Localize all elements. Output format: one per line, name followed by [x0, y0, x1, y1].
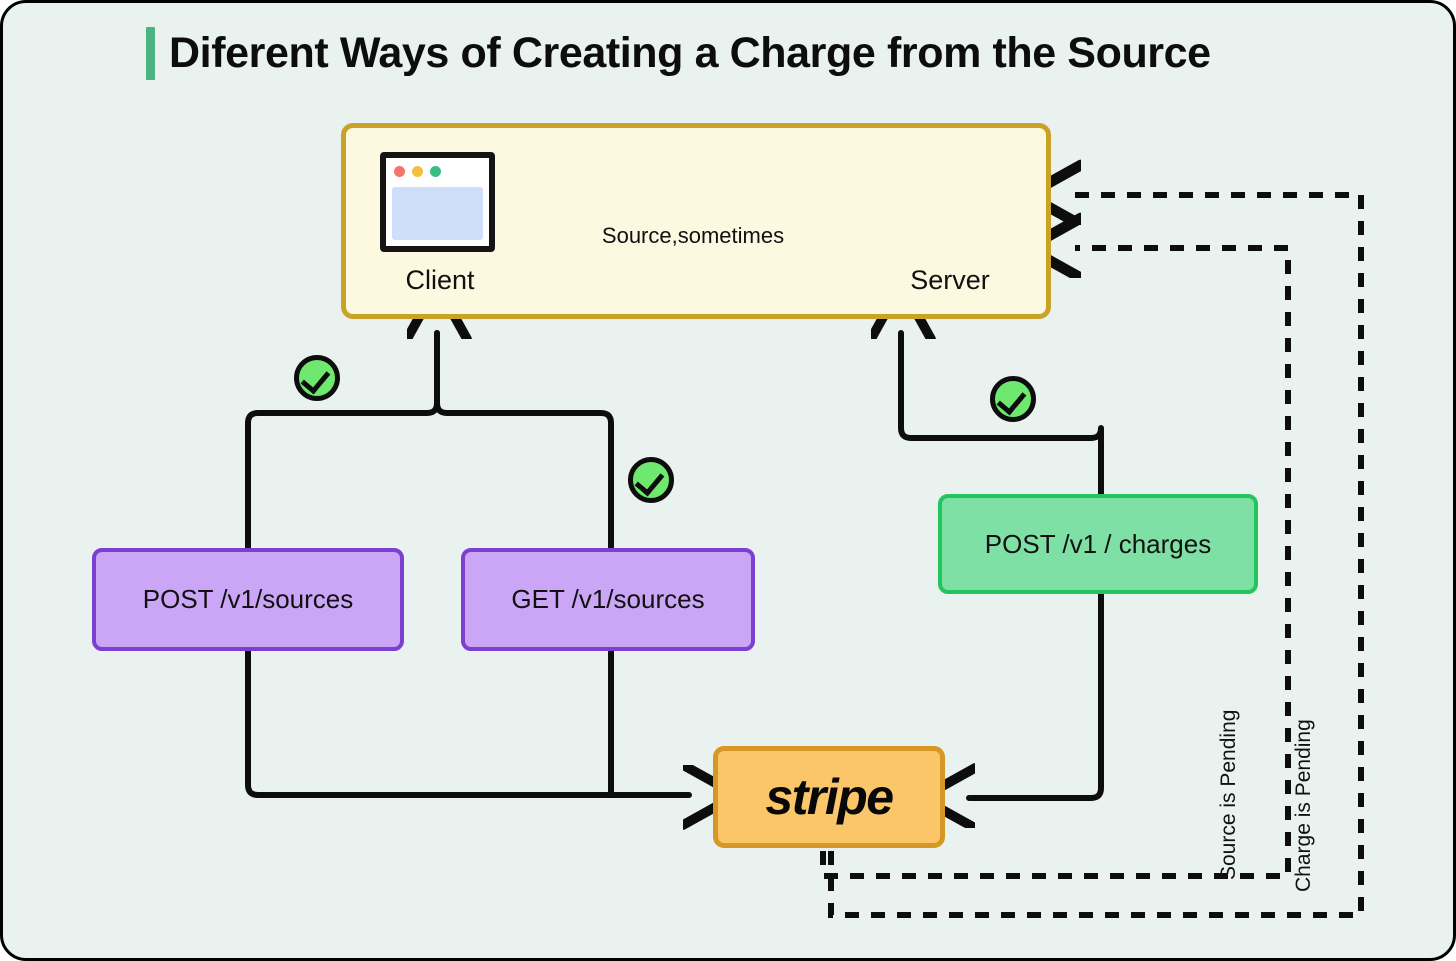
title-row: Diferent Ways of Creating a Charge from …: [146, 27, 1211, 80]
check-circle-icon: [990, 376, 1036, 422]
window-close-dot: [394, 165, 405, 177]
window-minimize-dot: [412, 165, 423, 177]
check-circle-icon: [294, 355, 340, 401]
browser-window-icon: [380, 152, 495, 252]
browser-viewport: [392, 187, 483, 240]
check-circle-icon: [628, 457, 674, 503]
endpoint-post-charges[interactable]: POST /v1 / charges: [938, 494, 1258, 594]
edge-label-source-sometimes: Source,sometimes: [601, 223, 785, 248]
edge-post-charges-to-stripe: [969, 591, 1104, 798]
label-charge-is-pending: Charge is Pending: [1292, 719, 1315, 892]
stripe-node[interactable]: stripe: [713, 746, 945, 848]
edge-get-sources-to-client: [434, 330, 614, 551]
edge-post-sources-to-client: [245, 333, 437, 551]
window-maximize-dot: [430, 165, 441, 177]
endpoint-post-sources[interactable]: POST /v1/sources: [92, 548, 404, 651]
endpoint-get-sources[interactable]: GET /v1/sources: [461, 548, 755, 651]
server-label: Server: [910, 265, 990, 295]
stripe-wordmark: stripe: [765, 769, 894, 825]
label-source-is-pending: Source is Pending: [1217, 709, 1240, 880]
page-title: Diferent Ways of Creating a Charge from …: [169, 29, 1211, 77]
title-accent-bar: [146, 27, 155, 80]
browser-titlebar: [386, 158, 489, 184]
edge-post-sources-to-stripe: [245, 648, 689, 795]
client-label: Client: [405, 265, 475, 295]
